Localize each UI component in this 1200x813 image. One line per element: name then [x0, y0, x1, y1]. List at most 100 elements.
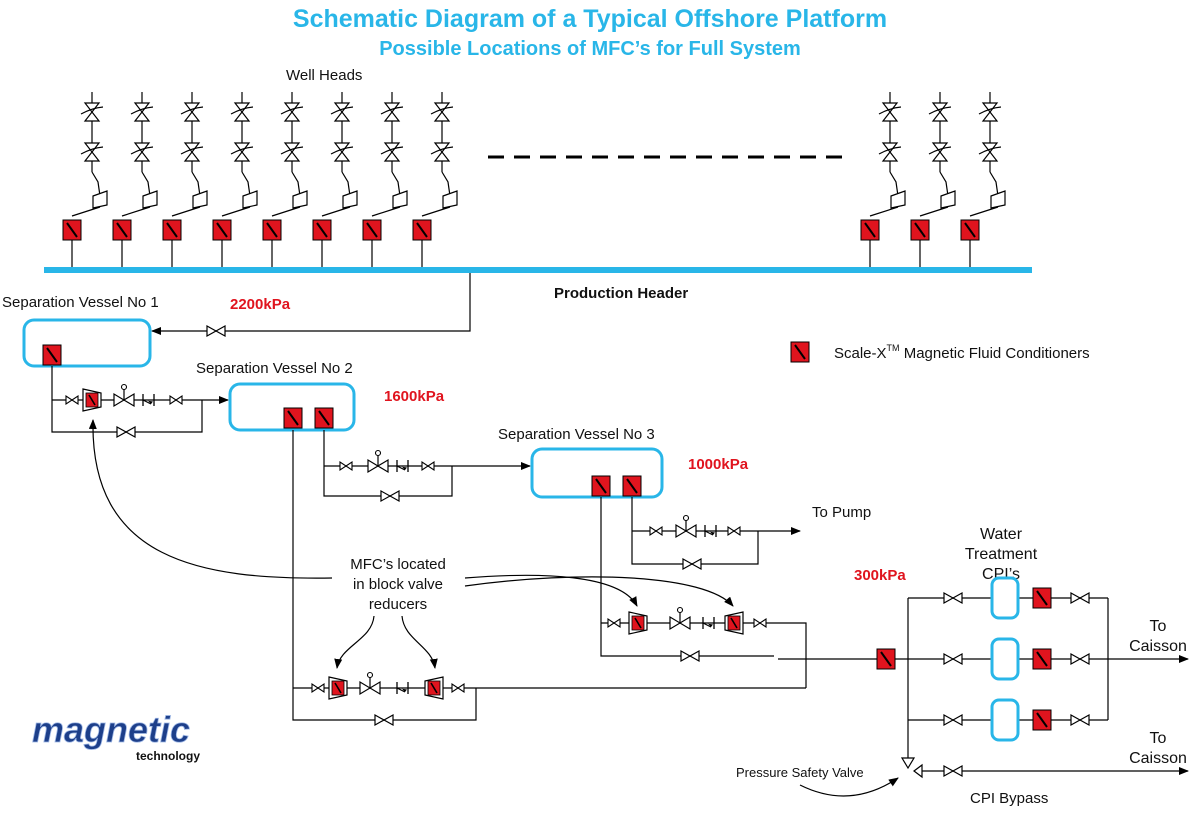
mfc-sep3w-reducer-in [631, 615, 645, 631]
mfc-well-head [262, 219, 282, 241]
cpi-trains [908, 576, 1108, 742]
sep2-block-valve-out [421, 461, 435, 471]
note-arrow-sep1 [88, 419, 333, 579]
sep3-label: Separation Vessel No 3 [498, 426, 655, 443]
company-logo: magnetic technology [32, 709, 201, 763]
cpi-vessel [990, 698, 1020, 742]
svg-text:magnetic: magnetic [32, 709, 190, 750]
mfc-well-head [362, 219, 382, 241]
to-caisson-2-label-a: To [1150, 730, 1167, 747]
to-caisson-1-label-b: Caisson [1129, 638, 1187, 655]
sep2-label: Separation Vessel No 2 [196, 360, 353, 377]
cpi-train [908, 576, 1108, 620]
legend-text: Scale-XTM Magnetic Fluid Conditioners [834, 343, 1090, 362]
mfc-bottom-reducer-out [427, 680, 441, 696]
well-head [312, 92, 358, 268]
mfc-cpi [1032, 587, 1052, 609]
psv-outlet-symbol [913, 763, 923, 779]
mfc-well-head [112, 219, 132, 241]
mfc-well-head [312, 219, 332, 241]
mfc-cpi [1032, 648, 1052, 670]
sep1-block-valve-in [65, 395, 79, 405]
legend-mfc-symbol [790, 341, 810, 363]
well-head [412, 92, 458, 268]
well-head [860, 92, 906, 268]
mfc-well-head [62, 219, 82, 241]
page-title: Schematic Diagram of a Typical Offshore … [293, 5, 887, 33]
pressure-300: 300kPa [854, 567, 906, 584]
mfc-sep3-b [622, 475, 642, 497]
cpi-bypass-label: CPI Bypass [970, 790, 1048, 807]
mfc-bottom-reducer-in [331, 680, 345, 696]
pressure-safety-valve-label: Pressure Safety Valve [736, 765, 864, 780]
mfc-note-line-2: in block valve [353, 576, 443, 593]
well-head [362, 92, 408, 268]
well-head [62, 92, 108, 268]
mfc-sep2-b [314, 407, 334, 429]
water-treatment-label-2: Treatment [965, 546, 1038, 563]
sep3-water-line [601, 622, 807, 688]
bottom-bypass-loop [292, 688, 477, 721]
well-head [112, 92, 158, 268]
sep3w-control-valve [669, 606, 691, 630]
to-pump-label: To Pump [812, 504, 871, 521]
bottom-block-valve-out [451, 683, 465, 693]
mfc-note-line-1: MFC’s located [350, 556, 446, 573]
well-head [910, 92, 956, 268]
sep3-block-valve-out [727, 526, 741, 536]
bottom-control-valve [359, 671, 381, 695]
mfc-sep1-reducer [85, 392, 99, 408]
page-subtitle: Possible Locations of MFC’s for Full Sys… [379, 38, 801, 60]
sep1-label: Separation Vessel No 1 [2, 294, 159, 311]
well-heads [62, 92, 1006, 268]
sep3-pump-bypass-valve [682, 558, 702, 570]
note-arrow-sep3w-out [464, 576, 734, 607]
mfc-well-head [910, 219, 930, 241]
to-caisson-2-label-b: Caisson [1129, 750, 1187, 767]
mfc-sep2-a [283, 407, 303, 429]
bottom-block-valve-in [311, 683, 325, 693]
cpi-train [908, 698, 1108, 742]
sep1-bypass-valve [116, 426, 136, 438]
mfc-well-head [960, 219, 980, 241]
mfc-cpi [1032, 709, 1052, 731]
cpi-vessel [990, 576, 1020, 620]
pressure-safety-valve-symbol [900, 757, 916, 770]
header-to-sep1-line [151, 273, 471, 335]
sep1-inlet-valve [206, 325, 226, 337]
mfc-sep1 [42, 344, 62, 366]
cpi-bypass-valve [943, 765, 963, 777]
bottom-bypass-valve [374, 714, 394, 726]
sep1-block-valve-out [169, 395, 183, 405]
water-treatment-label-1: Water [980, 526, 1023, 543]
pressure-1000: 1000kPa [688, 456, 749, 473]
sep3w-block-valve-out [753, 618, 767, 628]
well-head [262, 92, 308, 268]
sep2-block-valve-in [339, 461, 353, 471]
pressure-2200: 2200kPa [230, 296, 291, 313]
sep2-control-valve [367, 449, 389, 473]
cpi-vessel [990, 637, 1020, 681]
sep2-bypass-valve [380, 490, 400, 502]
psv-pointer [799, 777, 899, 797]
well-heads-label: Well Heads [286, 67, 362, 84]
note-arrow-sep3w-in [464, 574, 638, 607]
mfc-well-head [162, 219, 182, 241]
sep3-water-bypass [600, 497, 774, 657]
mfc-sep3w-reducer-out [727, 615, 741, 631]
sep3w-bypass-valve [680, 650, 700, 662]
pressure-1600: 1600kPa [384, 388, 445, 405]
mfc-cpi-feed [876, 648, 896, 670]
mfc-note-line-3: reducers [369, 596, 427, 613]
mfc-well-head [212, 219, 232, 241]
well-head [960, 92, 1006, 268]
well-head [212, 92, 258, 268]
sep3-control-valve [675, 514, 697, 538]
mfc-sep3-a [591, 475, 611, 497]
mfc-well-head [412, 219, 432, 241]
svg-text:technology: technology [136, 749, 200, 763]
mfc-well-head [860, 219, 880, 241]
well-head [162, 92, 208, 268]
to-caisson-1-label-a: To [1150, 618, 1167, 635]
